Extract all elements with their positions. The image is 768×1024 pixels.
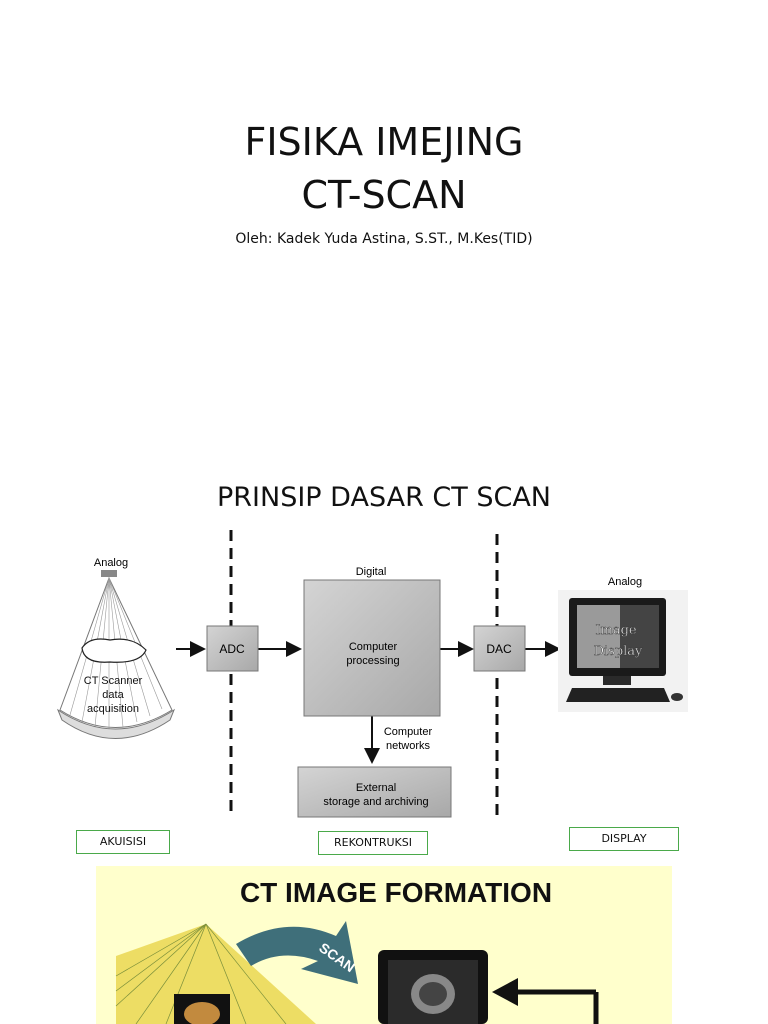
feedback-arrow-icon (492, 978, 599, 1024)
ct-principle-diagram: Analog CT Scanner data acquisition ADC D… (56, 530, 688, 818)
xray-fan-icon (115, 923, 316, 1024)
label-rekontruksi: REKONTRUKSI (318, 831, 428, 855)
networks-label-1: Computer (384, 726, 433, 738)
ct-image-formation-panel: CT IMAGE FORMATION SCAN (96, 866, 672, 1024)
processing-box (303, 579, 441, 717)
analog-left-label: Analog (94, 557, 128, 569)
title-line-2: CT-SCAN (301, 173, 467, 217)
ct-monitor-icon (378, 950, 488, 1024)
screen-text-2: Display (594, 644, 643, 659)
section-title: PRINSIP DASAR CT SCAN (217, 482, 551, 513)
formation-title: CT IMAGE FORMATION (240, 877, 552, 908)
scanner-label-1: CT Scanner (84, 675, 143, 687)
author-line: Oleh: Kadek Yuda Astina, S.ST., M.Kes(TI… (235, 231, 533, 247)
networks-label-2: networks (386, 740, 431, 752)
computer-monitor-icon: Image Display (558, 590, 688, 712)
storage-label-1: External (356, 782, 396, 794)
title-line-1: FISIKA IMEJING (244, 120, 524, 164)
storage-label-2: storage and archiving (323, 796, 428, 808)
processing-label-2: processing (346, 655, 399, 667)
scanner-label-2: data (102, 689, 124, 701)
adc-label: ADC (219, 642, 245, 656)
ct-scanner-fan-icon (56, 570, 176, 739)
dac-label: DAC (486, 642, 512, 656)
label-display: DISPLAY (569, 827, 679, 851)
processing-label-1: Computer (349, 641, 398, 653)
screen-text-1: Image (595, 623, 637, 638)
scan-arrow-icon: SCAN (236, 921, 358, 984)
label-akuisisi: AKUISISI (76, 830, 170, 854)
digital-label: Digital (356, 566, 387, 578)
adc-box (206, 625, 259, 672)
scanner-label-3: acquisition (87, 703, 139, 715)
storage-box (297, 766, 452, 818)
dac-box (473, 625, 526, 672)
analog-right-label: Analog (608, 576, 642, 588)
